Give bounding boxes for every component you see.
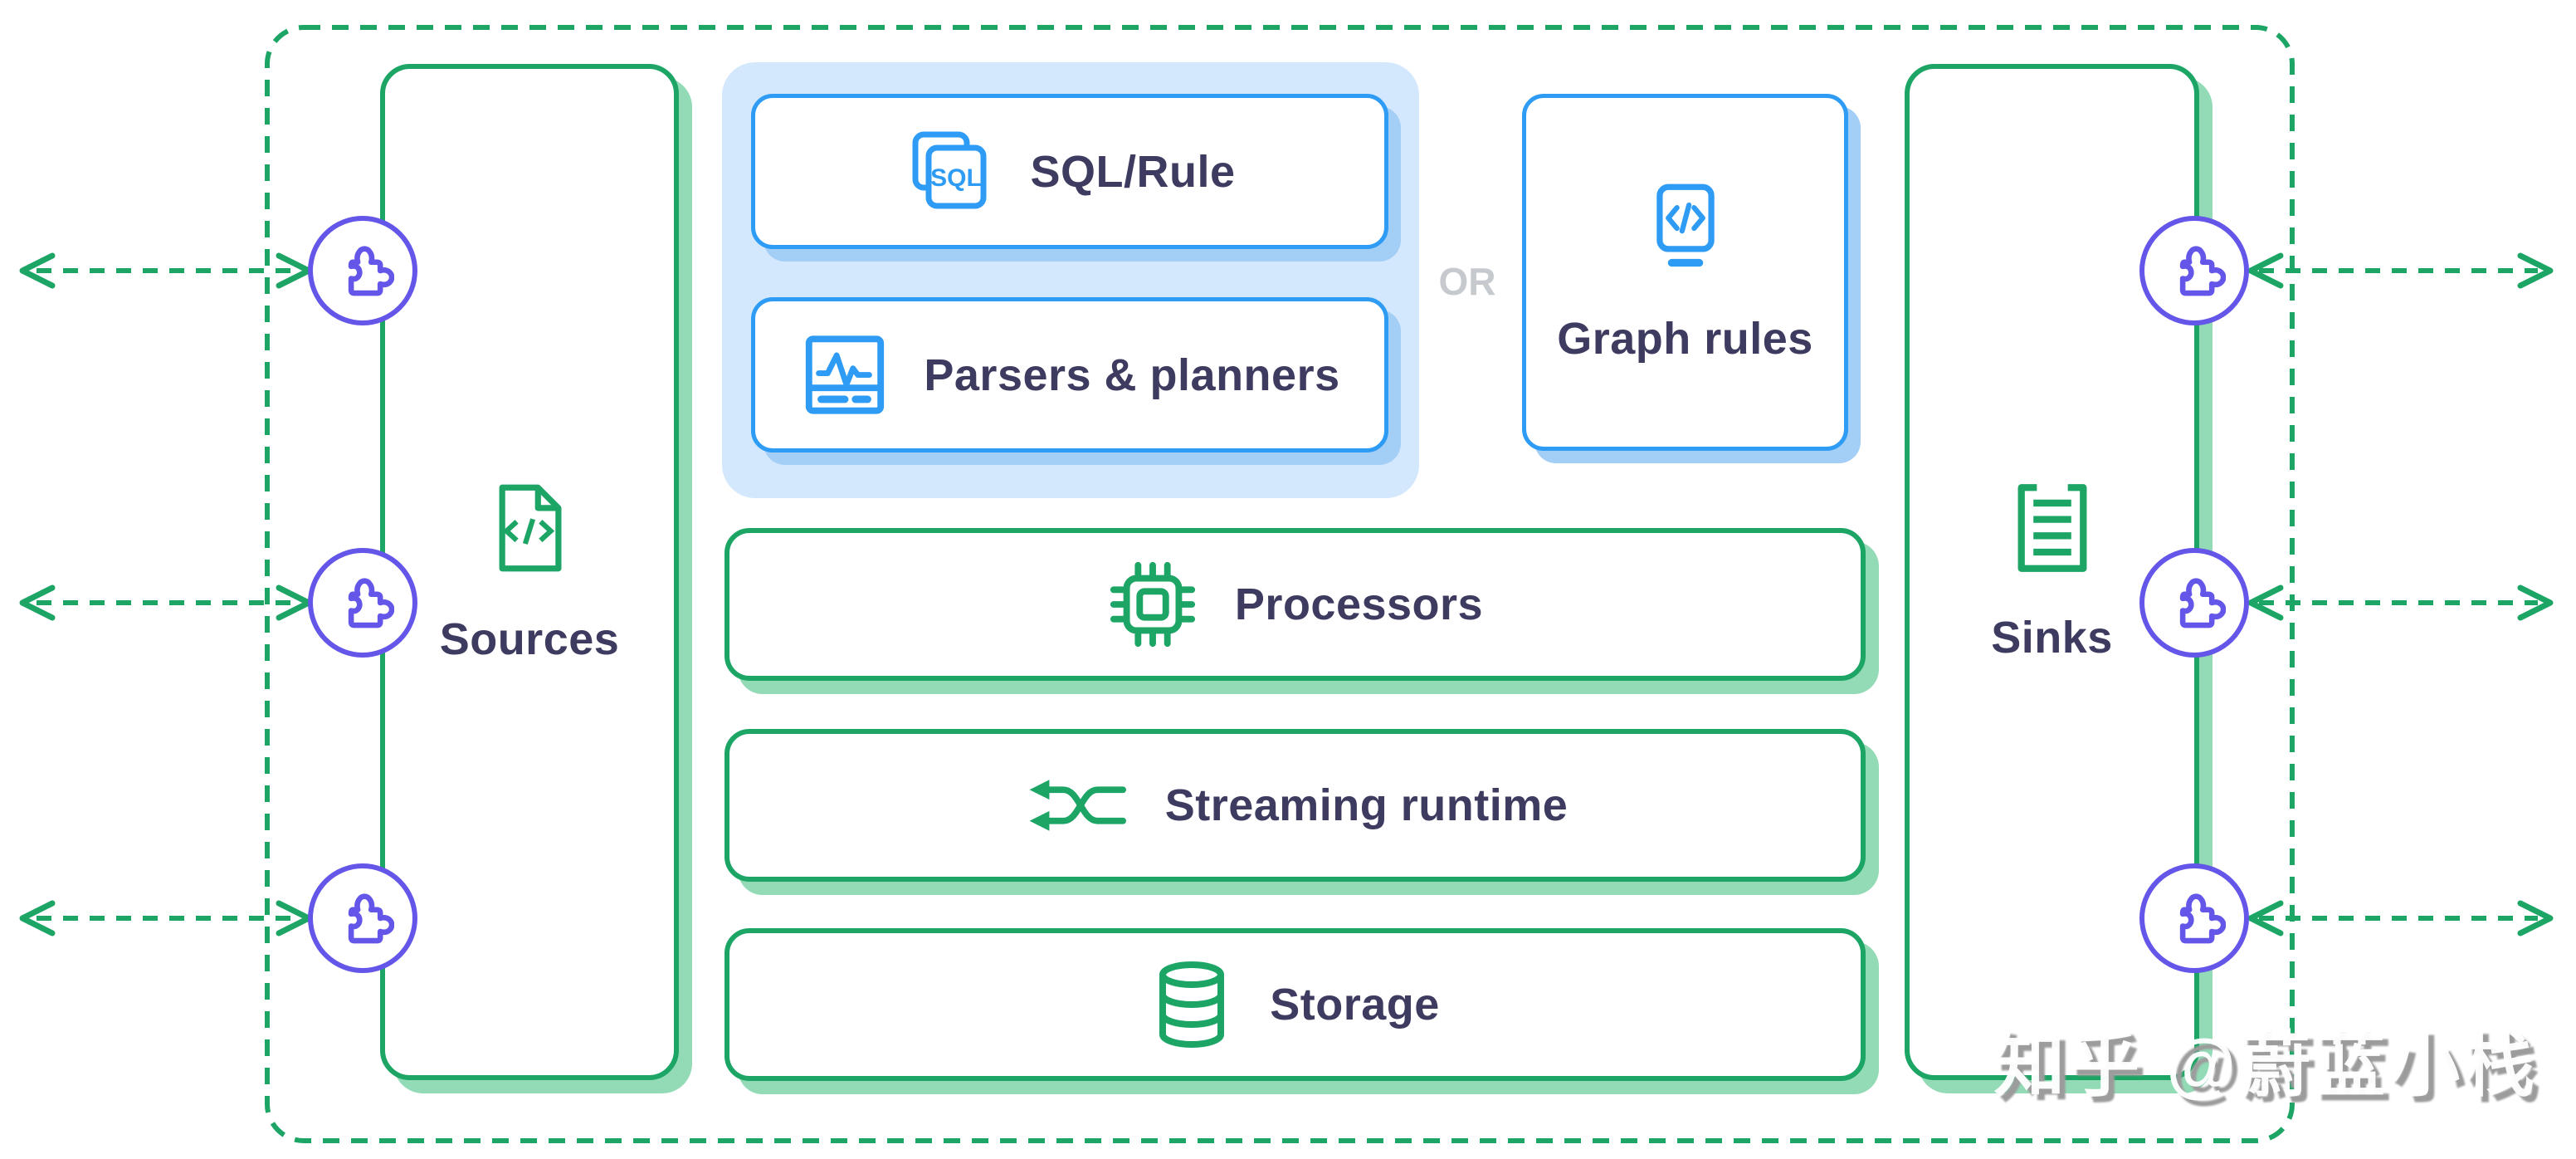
plugin-connector [308, 863, 417, 973]
storage-label: Storage [1270, 980, 1440, 1029]
processors-box: Processors [724, 528, 1866, 681]
database-icon [1159, 961, 1225, 1048]
cpu-chip-icon [1110, 561, 1195, 648]
plugin-connector [2139, 863, 2249, 973]
processors-label: Processors [1234, 580, 1484, 629]
dashed-arrow-right-2 [2247, 584, 2554, 621]
sources-label: Sources [439, 614, 620, 664]
puzzle-plugin-icon [348, 246, 394, 296]
sql-rule-label: SQL/Rule [1030, 146, 1236, 197]
dashed-arrow-left-3 [19, 900, 312, 936]
graph-rules-label: Graph rules [1557, 314, 1813, 364]
puzzle-plugin-icon [2179, 246, 2226, 296]
sources-box: Sources [380, 64, 679, 1080]
puzzle-plugin-icon [2179, 578, 2226, 628]
dashed-arrow-right-1 [2247, 252, 2554, 289]
streaming-runtime-box: Streaming runtime [724, 729, 1866, 882]
or-label: OR [1438, 260, 1496, 303]
svg-text:SQL: SQL [931, 164, 983, 192]
code-screen-icon [1656, 183, 1715, 267]
puzzle-plugin-icon [348, 578, 394, 628]
dashed-arrow-left-2 [19, 584, 312, 621]
dashed-arrow-right-3 [2247, 900, 2554, 936]
plugin-connector [2139, 548, 2249, 658]
watermark: 知乎 @蔚蓝小栈 [1993, 1025, 2538, 1105]
sql-cards-icon: SQL [912, 131, 987, 208]
plugin-connector [308, 548, 417, 658]
plugin-connector [2139, 216, 2249, 325]
sql-rule-box: SQL SQL/Rule [751, 94, 1388, 249]
graph-rules-box: Graph rules [1522, 94, 1848, 451]
puzzle-plugin-icon [348, 893, 394, 944]
shuffle-arrows-icon [1029, 780, 1126, 831]
sinks-label: Sinks [1991, 613, 2113, 663]
parsers-planners-label: Parsers & planners [924, 350, 1340, 400]
parsers-planners-box: Parsers & planners [751, 297, 1388, 452]
code-file-icon [499, 484, 562, 572]
dashed-arrow-left-1 [19, 252, 312, 289]
storage-box: Storage [724, 928, 1866, 1081]
puzzle-plugin-icon [2179, 893, 2226, 944]
streaming-runtime-label: Streaming runtime [1164, 780, 1569, 830]
plugin-connector [308, 216, 417, 325]
monitor-pulse-icon [806, 335, 885, 414]
list-document-icon [2017, 484, 2086, 572]
